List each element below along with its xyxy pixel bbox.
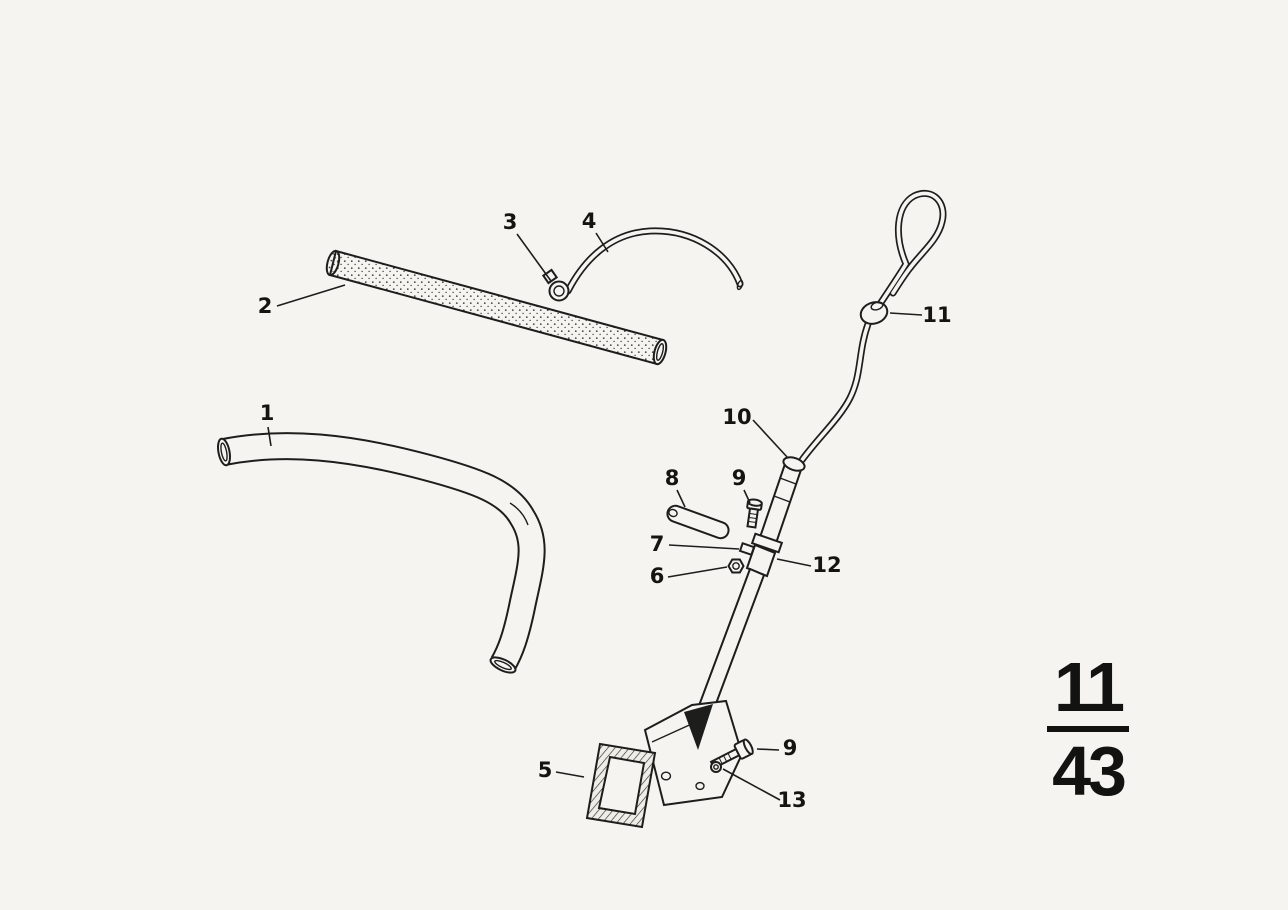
callout-9b[interactable]: 9 [783, 736, 798, 760]
leader-1 [267, 426, 272, 447]
part-10-guide-tube [692, 456, 806, 727]
leader-13 [722, 768, 781, 801]
mounting-flange [643, 699, 744, 807]
callout-4[interactable]: 4 [582, 209, 597, 233]
part-6-nut [727, 558, 745, 574]
callout-3[interactable]: 3 [503, 210, 518, 234]
page-number-denominator: 43 [1052, 732, 1127, 810]
leader-7 [668, 544, 740, 550]
callout-13[interactable]: 13 [777, 788, 806, 812]
callout-8[interactable]: 8 [665, 466, 680, 490]
callout-1[interactable]: 1 [260, 401, 275, 425]
leader-9b [756, 748, 780, 751]
leader-6 [667, 566, 728, 578]
part-7-clamp [738, 532, 784, 557]
leader-10 [752, 419, 789, 459]
leader-12 [776, 558, 812, 567]
leader-lines [267, 232, 923, 801]
page-number: 11 43 [1038, 648, 1138, 810]
leader-9a [743, 489, 751, 504]
fraction-rule [1047, 726, 1129, 732]
part-4-vent-pipe [564, 227, 744, 295]
callout-10[interactable]: 10 [722, 405, 751, 429]
callout-labels: 1 2 3 4 5 6 7 8 9 9 10 11 12 13 [258, 209, 952, 812]
part-12-coupling [745, 543, 777, 578]
part-2-hose [325, 249, 668, 366]
part-13-bolt [710, 761, 722, 773]
leader-4 [595, 232, 609, 253]
part-5-gasket [585, 742, 657, 829]
callout-6[interactable]: 6 [650, 564, 665, 588]
part-9-bolt-upper [746, 498, 763, 529]
callout-2[interactable]: 2 [258, 294, 273, 318]
page-number-numerator: 11 [1054, 648, 1125, 726]
leader-5 [555, 771, 585, 778]
leader-3 [516, 233, 552, 282]
callout-7[interactable]: 7 [650, 532, 665, 556]
part-3-clamp [541, 268, 570, 302]
callout-9a[interactable]: 9 [732, 466, 747, 490]
part-8-bracket [666, 504, 730, 540]
leader-11 [889, 312, 923, 316]
callout-5[interactable]: 5 [538, 758, 553, 782]
callout-11[interactable]: 11 [922, 303, 951, 327]
part-11-dipstick-and-grommet [798, 190, 947, 464]
callout-12[interactable]: 12 [812, 553, 841, 577]
leader-8 [676, 489, 686, 508]
leader-2 [276, 284, 346, 307]
part-1-hose [217, 432, 546, 674]
